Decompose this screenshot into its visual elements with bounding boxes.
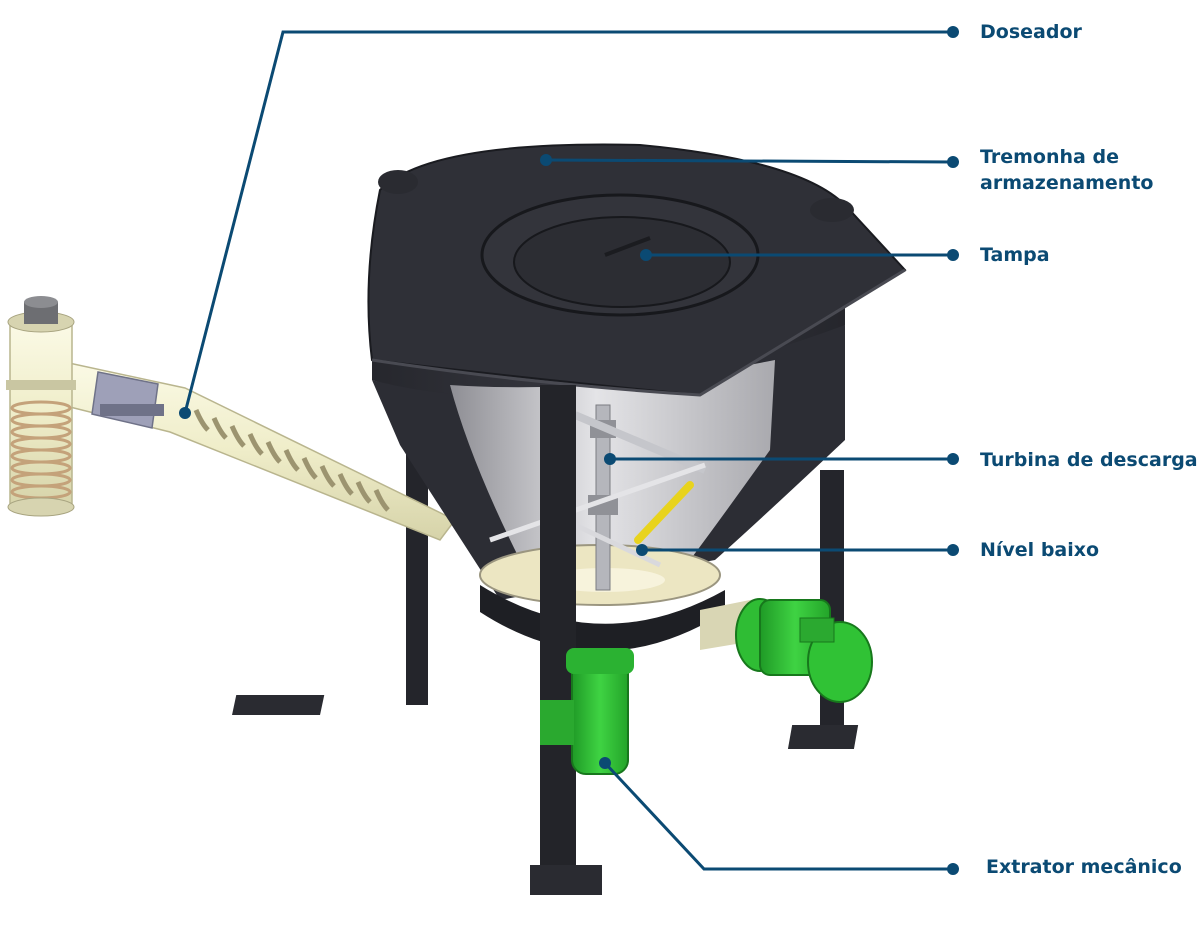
callout-line-tremonha: [545, 158, 954, 164]
label-turbina: Turbina de descarga: [980, 449, 1198, 471]
callout-line-doseador: [183, 30, 953, 414]
callout-dot-turbina: [604, 453, 616, 465]
mechanical-extractor-motor: [540, 648, 634, 775]
screw-conveyor: [6, 296, 457, 541]
support-legs-front: [530, 385, 602, 895]
callout-dot-nivel: [636, 544, 648, 556]
callout-dot-tremonha: [540, 154, 552, 166]
callout-line-extrator: [603, 761, 953, 871]
label-tremonha: Tremonha de armazenamento: [980, 146, 1154, 194]
label-extrator: Extrator mecânico: [986, 856, 1182, 878]
label-doseador: Doseador: [980, 21, 1082, 43]
callout-dot-extrator: [599, 757, 611, 769]
horizontal-motor: [700, 598, 873, 703]
storage-hopper: [367, 143, 907, 651]
callout-dot-doseador: [179, 407, 191, 419]
label-tampa: Tampa: [980, 244, 1050, 266]
label-nivel: Nível baixo: [980, 539, 1100, 561]
callout-lines: [183, 30, 954, 871]
callout-dot-tampa: [640, 249, 652, 261]
callout-dots: [179, 26, 959, 875]
